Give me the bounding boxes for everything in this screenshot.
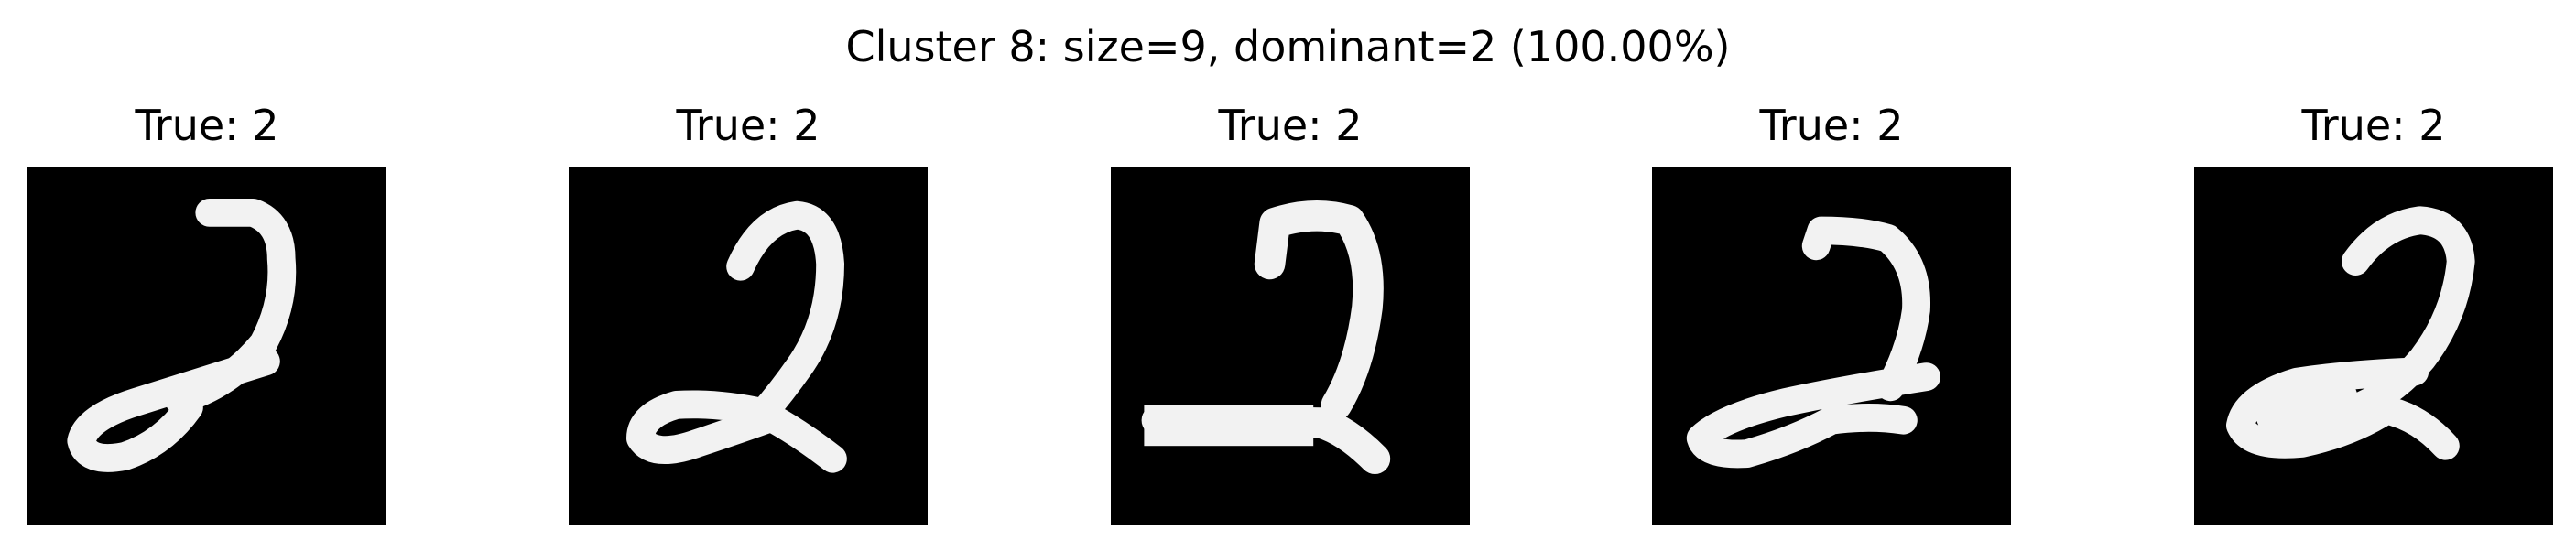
panel-title: True: 2	[1218, 101, 1363, 150]
digit-panel: True: 2	[27, 95, 386, 525]
panel-title: True: 2	[2301, 101, 2446, 150]
digit-panel: True: 2	[2194, 95, 2553, 525]
panel-title: True: 2	[1759, 101, 1904, 150]
digit-panel: True: 2	[1111, 95, 1470, 525]
digit-image	[27, 167, 386, 525]
digit-image	[1652, 167, 2011, 525]
panel-title: True: 2	[135, 101, 279, 150]
figure-title: Cluster 8: size=9, dominant=2 (100.00%)	[845, 22, 1731, 71]
digit-image	[569, 167, 928, 525]
digit-panel: True: 2	[1652, 95, 2011, 525]
digit-image	[2194, 167, 2553, 525]
digit-panel: True: 2	[569, 95, 928, 525]
panel-title: True: 2	[676, 101, 821, 150]
digit-image	[1111, 167, 1470, 525]
